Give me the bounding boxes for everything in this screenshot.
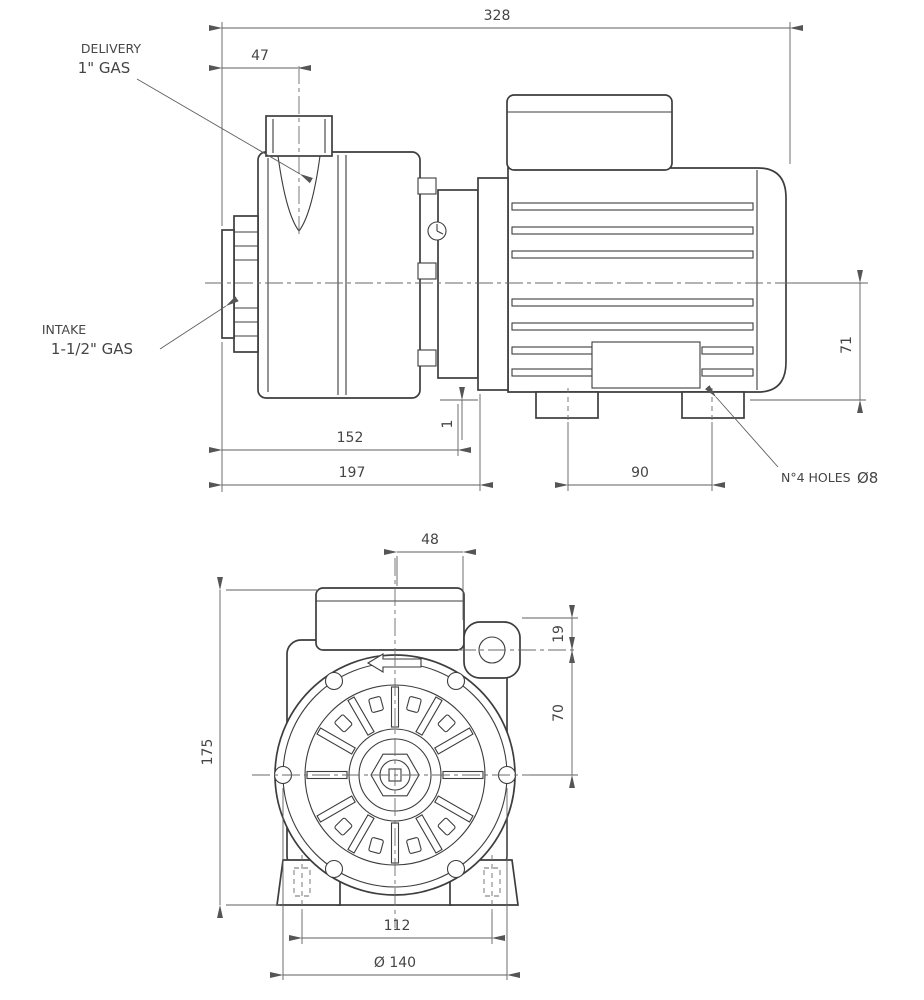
cooling-fins (511, 202, 754, 377)
dim-center-to-port: 48 (383, 532, 477, 620)
dim-label-70: 70 (551, 704, 567, 722)
motor-body (507, 167, 787, 393)
dim-label-19: 19 (551, 625, 567, 643)
intake-label: INTAKE (42, 322, 86, 337)
dim-label-1: 1 (440, 420, 456, 429)
dim-overall-length: 328 (208, 8, 804, 226)
nameplate-recess (591, 341, 701, 389)
mount-holes-label: N°4 HOLES (781, 470, 851, 485)
intake-callout: INTAKE 1-1/2" GAS (42, 296, 239, 358)
dim-label-152: 152 (337, 430, 364, 446)
dim-front-to-flange: 197 (208, 394, 494, 491)
dim-axis-to-base: 71 (750, 269, 866, 414)
dim-casing-offset: 1 (440, 386, 478, 440)
dim-feet-span: 90 (554, 422, 726, 491)
dim-label-48: 48 (421, 532, 439, 548)
mount-holes-dia-label: Ø8 (857, 469, 878, 487)
dim-label-47: 47 (251, 48, 269, 64)
foot-holes-hidden (293, 855, 501, 912)
casing-bolts (417, 177, 437, 367)
dim-casing-length: 152 (208, 342, 472, 492)
intake-size-label: 1-1/2" GAS (51, 340, 133, 358)
delivery-callout: DELIVERY 1" GAS (78, 41, 313, 184)
dim-port-top: 19 (522, 604, 578, 664)
terminal-box-side (506, 94, 673, 171)
intake-flange (221, 215, 259, 353)
side-view: 328 47 152 1 197 90 (42, 8, 878, 492)
dim-bolt-circle: Ø 140 (269, 788, 521, 980)
vent-slots (334, 696, 456, 854)
dim-label-71: 71 (839, 336, 855, 354)
terminal-box-front (315, 587, 465, 651)
dim-label-112: 112 (384, 918, 411, 934)
front-view: 48 19 70 175 112 Ø 140 (200, 532, 578, 980)
rotation-arrow-icon (366, 653, 422, 673)
dim-label-197: 197 (339, 465, 366, 481)
dim-foot-holes: 112 (288, 912, 506, 944)
dim-axis-to-port: 70 (530, 636, 578, 789)
dim-overall-height: 175 (200, 576, 318, 919)
rotation-direction-icon (427, 221, 447, 241)
delivery-size-label: 1" GAS (78, 59, 131, 77)
dim-label-175: 175 (200, 739, 216, 766)
drive-bracket (437, 177, 509, 391)
dim-label-328: 328 (484, 8, 511, 24)
dim-label-140: Ø 140 (374, 955, 416, 971)
dim-delivery-center: 47 (208, 48, 312, 71)
delivery-label: DELIVERY (81, 41, 142, 56)
dim-label-90: 90 (631, 465, 649, 481)
pump-casing (257, 151, 421, 399)
mount-holes-callout: N°4 HOLES Ø8 (705, 385, 878, 487)
mounting-feet-side (535, 388, 745, 424)
